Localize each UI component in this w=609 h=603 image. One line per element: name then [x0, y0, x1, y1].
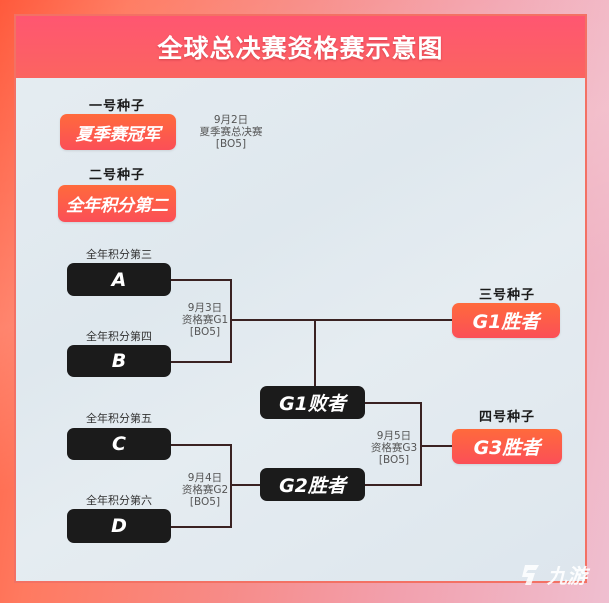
seed3-label: 三号种子: [478, 288, 536, 303]
seed4-box: G3胜者: [452, 429, 562, 464]
bracket-line: [171, 361, 232, 363]
seed2-label: 二号种子: [88, 168, 146, 183]
team-c-box: C: [67, 428, 171, 460]
summer-final-name: 夏季赛总决赛: [199, 126, 263, 138]
g2-date: 9月4日: [187, 472, 223, 484]
g1-format: [BO5]: [189, 326, 221, 338]
g2-match-info: 9月4日 资格赛G2 [BO5]: [182, 472, 228, 508]
team-b-rank-label: 全年积分第四: [86, 330, 152, 343]
team-d-box: D: [67, 509, 171, 543]
g3-match-info: 9月5日 资格赛G3 [BO5]: [371, 430, 417, 466]
bracket-line: [420, 402, 422, 486]
panel-header: 全球总决赛资格赛示意图: [16, 16, 585, 78]
g3-date: 9月5日: [376, 430, 412, 442]
jiuyou-logo: 九游: [517, 560, 587, 589]
seed4-label: 四号种子: [478, 410, 536, 425]
team-d-rank-label: 全年积分第六: [86, 494, 152, 507]
g1-name: 资格赛G1: [181, 314, 229, 326]
team-a-rank-label: 全年积分第三: [86, 248, 152, 261]
logo-text: 九游: [547, 564, 587, 588]
g3-format: [BO5]: [378, 454, 410, 466]
bracket-line: [171, 444, 232, 446]
bracket-line: [365, 402, 422, 404]
g1-match-info: 9月3日 资格赛G1 [BO5]: [182, 302, 228, 338]
bracket-line: [230, 319, 455, 321]
page-title: 全球总决赛资格赛示意图: [157, 34, 444, 63]
summer-final-date: 9月2日: [213, 114, 249, 126]
summer-final-info: 9月2日 夏季赛总决赛 [BO5]: [200, 114, 263, 150]
g1-date: 9月3日: [187, 302, 223, 314]
g3-name: 资格赛G3: [370, 442, 418, 454]
seed2-box: 全年积分第二: [58, 185, 176, 222]
seed1-label: 一号种子: [88, 99, 146, 114]
g1-loser-box: G1败者: [260, 386, 365, 419]
bracket-line: [230, 484, 261, 486]
bracket-line: [230, 444, 232, 528]
g2-name: 资格赛G2: [181, 484, 229, 496]
bracket-line: [171, 279, 232, 281]
seed1-box: 夏季赛冠军: [60, 114, 176, 150]
bracket-line: [420, 445, 454, 447]
team-c-rank-label: 全年积分第五: [86, 412, 152, 425]
jiuyou-logo-icon: [517, 563, 543, 587]
g2-format: [BO5]: [189, 496, 221, 508]
bracket-line: [230, 279, 232, 363]
bracket-line: [365, 484, 422, 486]
bracket-line: [171, 526, 232, 528]
bracket-line: [314, 319, 316, 387]
g2-winner-box: G2胜者: [260, 468, 365, 501]
seed3-box: G1胜者: [452, 303, 560, 338]
team-b-box: B: [67, 345, 171, 377]
bracket-panel: 全球总决赛资格赛示意图: [14, 14, 587, 583]
summer-final-format: [BO5]: [215, 138, 247, 150]
team-a-box: A: [67, 263, 171, 296]
